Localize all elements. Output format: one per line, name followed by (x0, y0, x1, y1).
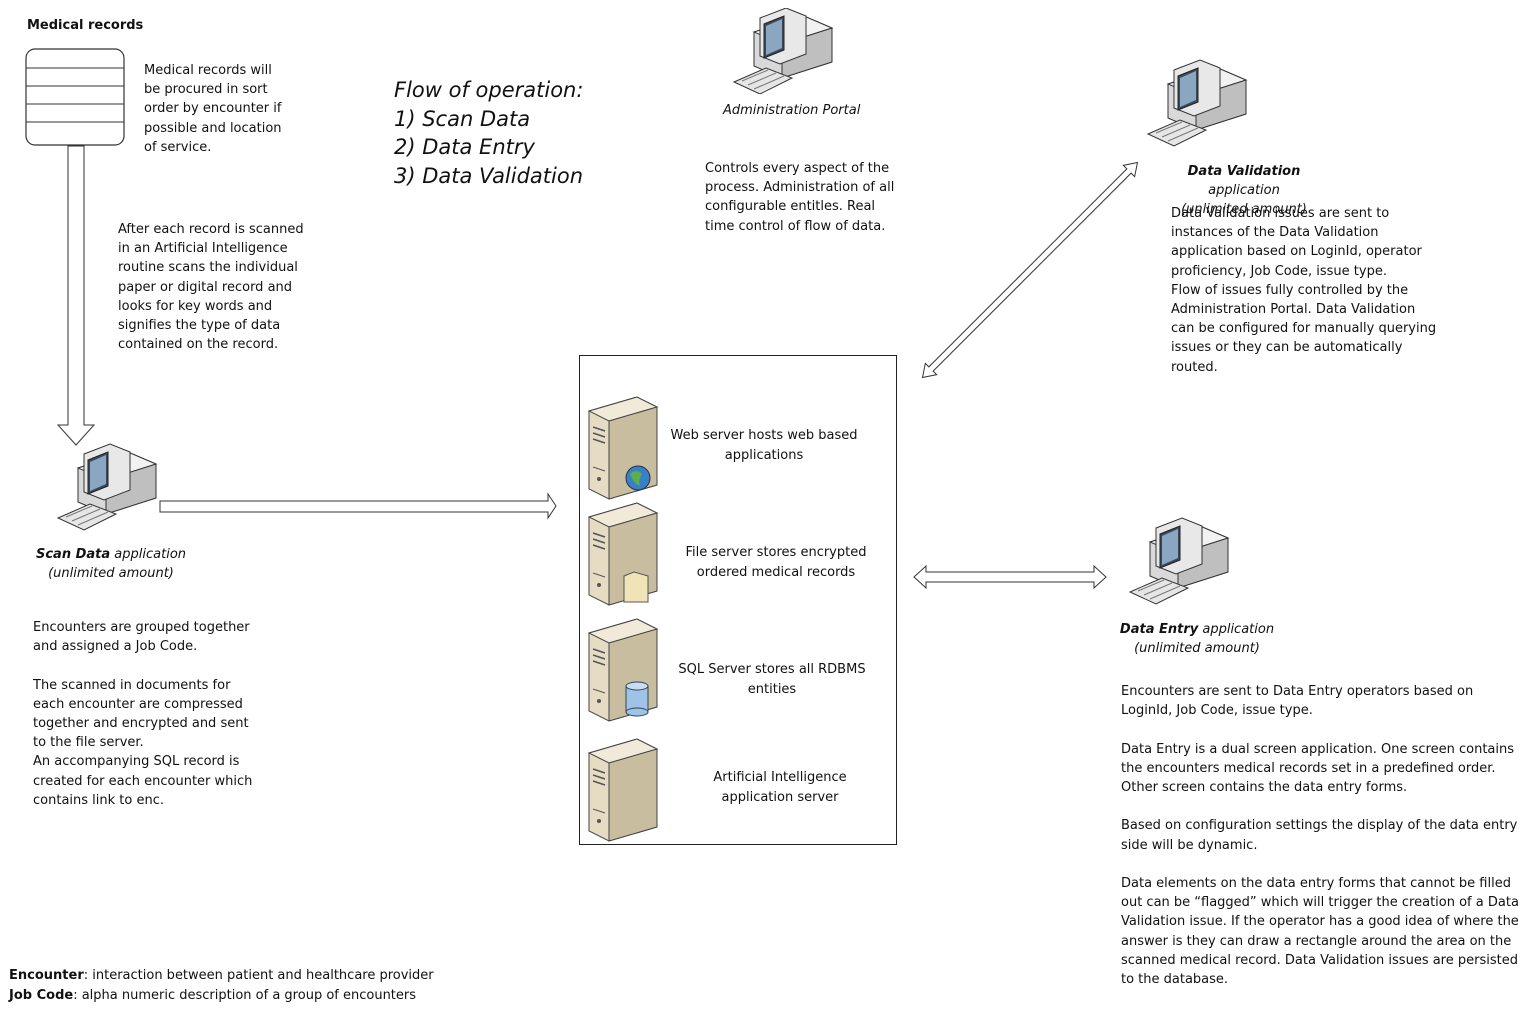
glossary: Encounter: interaction between patient a… (9, 966, 434, 1005)
data-entry-suffix: application (1198, 622, 1275, 637)
glossary-term: Job Code (9, 987, 74, 1003)
server-cluster-box (579, 355, 897, 845)
scan-data-description: Encounters are grouped together and assi… (33, 620, 253, 808)
scan-data-suffix: application (110, 547, 187, 562)
glossary-item: Job Code: alpha numeric description of a… (9, 986, 434, 1006)
data-validation-name: Data Validation (1187, 164, 1301, 179)
right-arrow (159, 492, 557, 520)
scan-data-label: Scan Data application (unlimited amount) (30, 545, 192, 583)
data-entry-computer-icon (1129, 517, 1229, 605)
flow-heading: Flow of operation: (394, 78, 584, 102)
scan-data-qualifier: (unlimited amount) (48, 566, 174, 581)
glossary-definition: : interaction between patient and health… (83, 968, 434, 983)
ai-scan-note: After each record is scanned in an Artif… (118, 222, 304, 353)
flow-step-3: 3) Data Validation (394, 163, 584, 188)
data-validation-qualifier: (unlimited amount) (1181, 202, 1307, 217)
ai-server-label: Artificial Intelligence application serv… (713, 770, 847, 805)
web-server-icon (588, 396, 658, 500)
glossary-definition: : alpha numeric description of a group o… (73, 987, 417, 1003)
scan-data-computer-icon (57, 443, 157, 531)
admin-portal-description: Controls every aspect of the process. Ad… (705, 161, 895, 234)
admin-portal-computer-icon (733, 8, 833, 94)
glossary-item: Encounter: interaction between patient a… (9, 966, 434, 986)
data-validation-label: Data Validation application (unlimited a… (1152, 162, 1336, 219)
scan-data-name: Scan Data (35, 547, 111, 562)
data-validation-computer-icon (1147, 59, 1247, 147)
ai-server-icon (588, 738, 658, 842)
bidirectional-horizontal-arrow (913, 564, 1107, 590)
data-validation-suffix: application (1208, 183, 1280, 198)
data-entry-label: Data Entry application (unlimited amount… (1116, 620, 1278, 658)
bidirectional-diagonal-arrow (921, 161, 1139, 379)
down-arrow (56, 145, 96, 446)
file-server-label: File server stores encrypted ordered med… (685, 545, 867, 580)
data-entry-name: Data Entry (1119, 622, 1199, 637)
sql-server-icon (588, 618, 658, 722)
glossary-term: Encounter (9, 968, 84, 983)
medical-records-description: Medical records will be procured in sort… (144, 63, 282, 155)
flow-step-2: 2) Data Entry (394, 135, 535, 159)
sql-server-label: SQL Server stores all RDBMS entities (678, 662, 866, 697)
admin-portal-label: Administration Portal (723, 103, 861, 118)
file-server-icon (588, 502, 658, 606)
data-validation-description: Data Validation issues are sent to insta… (1171, 206, 1437, 375)
data-entry-description: Encounters are sent to Data Entry operat… (1121, 684, 1519, 988)
flow-of-operation: Flow of operation: 1) Scan Data 2) Data … (394, 76, 583, 190)
data-entry-qualifier: (unlimited amount) (1134, 641, 1260, 656)
medical-records-icon (25, 48, 125, 146)
web-server-label: Web server hosts web based applications (670, 428, 858, 463)
medical-records-title: Medical records (27, 18, 144, 33)
flow-step-1: 1) Scan Data (394, 106, 531, 131)
